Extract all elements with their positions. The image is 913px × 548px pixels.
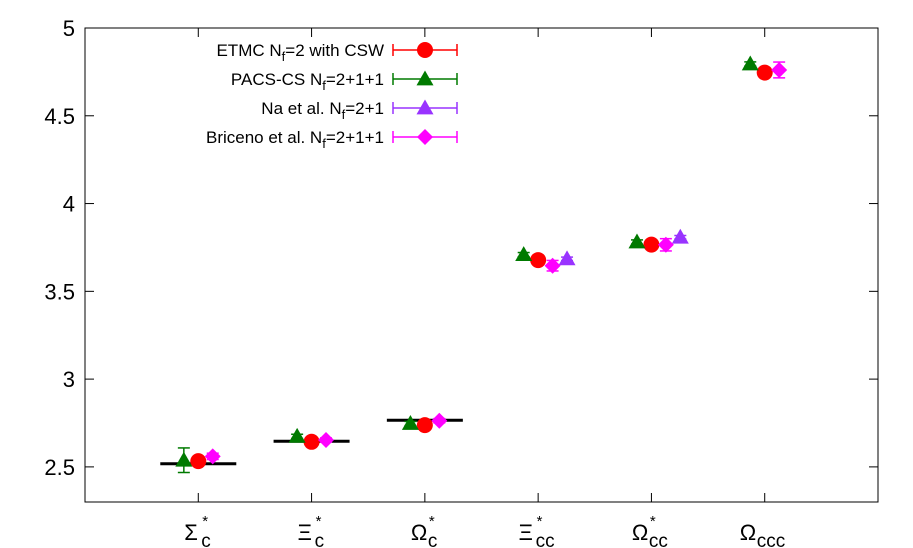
x-tick-label: Ξ*c	[298, 513, 325, 548]
data-point	[288, 427, 306, 443]
data-point	[530, 252, 547, 269]
x-label-base: Ξ	[298, 520, 312, 545]
legend-marker	[416, 99, 434, 115]
x-tick-label: Ξ*cc	[519, 513, 555, 548]
legend-label-subscript: f	[342, 107, 346, 122]
legend-label-main: Na et al. N	[261, 99, 341, 118]
series-2	[558, 228, 689, 266]
x-label-sub: ccc	[757, 531, 786, 548]
y-axis: 2.5 3 3.5 4 4.5 5	[44, 16, 878, 480]
data-point	[204, 448, 221, 465]
legend-label: ETMC Nf=2 with CSW	[216, 41, 384, 64]
legend-label-rest: =2+1+1	[326, 128, 384, 147]
legend-label-rest: =2 with CSW	[285, 41, 384, 60]
y-tick-label: 4.5	[44, 104, 75, 129]
x-label-sup: *	[316, 513, 322, 530]
data-point	[741, 55, 759, 71]
data-point	[401, 415, 419, 430]
legend-label: Na et al. Nf=2+1	[261, 99, 384, 122]
legend-marker	[417, 129, 433, 145]
y-tick-label: 2.5	[44, 455, 75, 480]
series-1	[175, 55, 759, 474]
data-point	[671, 228, 689, 244]
x-label-sup: *	[650, 513, 656, 530]
plot-frame	[84, 27, 879, 503]
x-label-sub: c	[428, 531, 438, 548]
legend-label-main: PACS-CS N	[231, 70, 322, 89]
legend-marker	[416, 70, 434, 86]
y-tick-label: 4	[63, 192, 75, 217]
x-label-base: Ω	[632, 520, 648, 545]
x-label-sup: *	[429, 513, 435, 530]
x-tick-label: Ω*cc	[632, 513, 668, 548]
data-point	[756, 64, 773, 81]
legend-label-rest: =2+1	[345, 99, 384, 118]
y-tick-label: 3	[63, 367, 75, 392]
data-point	[544, 257, 561, 274]
data-point	[657, 236, 674, 253]
data-point	[771, 61, 788, 78]
data-point	[628, 233, 646, 249]
data-point	[515, 246, 533, 262]
x-label-sub: cc	[649, 531, 668, 548]
legend-marker	[417, 42, 433, 58]
series-0	[190, 64, 773, 470]
x-label-base: Ω	[740, 520, 756, 545]
x-label-sup: *	[202, 513, 208, 530]
legend-label: Briceno et al. Nf=2+1+1	[206, 128, 384, 151]
series-3	[204, 61, 788, 465]
legend-label: PACS-CS Nf=2+1+1	[231, 70, 384, 93]
x-label-sup: *	[537, 513, 543, 530]
x-label-base: Ω	[411, 520, 427, 545]
x-tick-label: Σ*c	[184, 513, 211, 548]
x-label-sub: c	[201, 531, 211, 548]
data-point	[416, 417, 433, 434]
legend-label-subscript: f	[282, 49, 286, 64]
legend-label-subscript: f	[322, 136, 326, 151]
x-label-base: Ξ	[519, 520, 533, 545]
data-point	[558, 250, 576, 266]
data-point	[318, 432, 335, 449]
data-point	[175, 451, 193, 467]
legend-label-subscript: f	[322, 78, 326, 93]
legend-label-main: Briceno et al. N	[206, 128, 322, 147]
y-tick-label: 5	[63, 16, 75, 41]
x-tick-label: Ω*c	[411, 513, 438, 548]
x-label-sub: c	[315, 531, 325, 548]
legend-label-rest: =2+1+1	[326, 70, 384, 89]
x-label-sub: cc	[536, 531, 555, 548]
y-tick-label: 3.5	[44, 279, 75, 304]
data-point	[431, 412, 448, 429]
data-point	[303, 433, 320, 450]
legend-label-main: ETMC N	[216, 41, 281, 60]
data-point	[643, 236, 660, 253]
data-point	[190, 453, 207, 470]
x-label-base: Σ	[184, 520, 198, 545]
